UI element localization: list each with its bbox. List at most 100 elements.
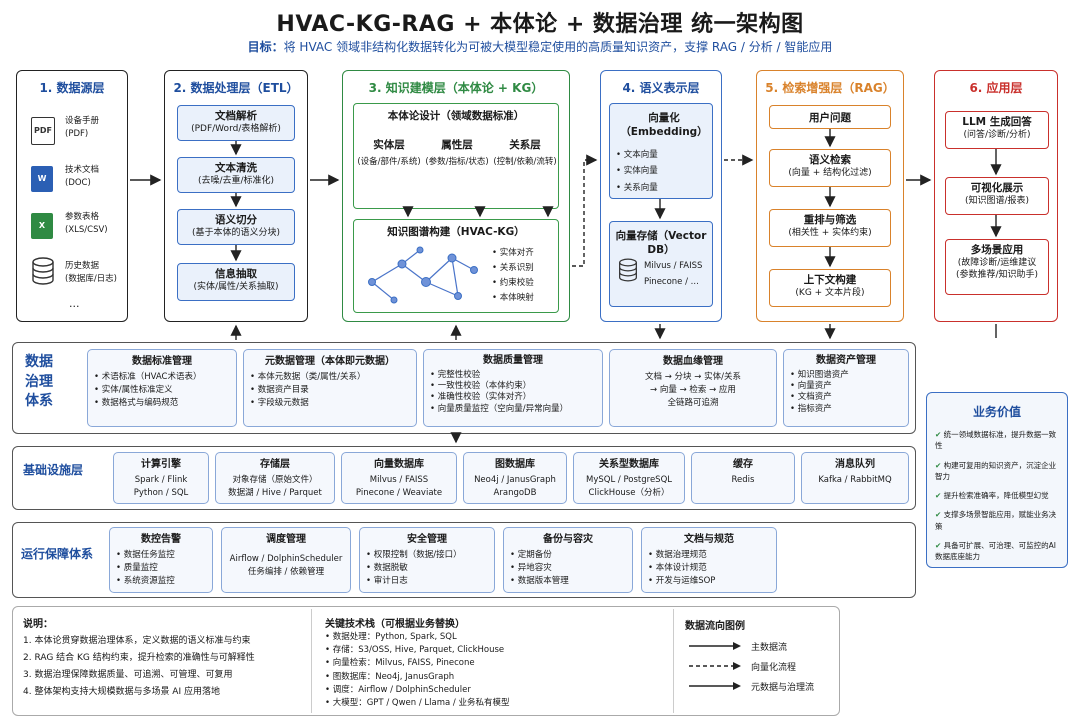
tech-item: • 调度：Airflow / DolphinScheduler [325,684,471,695]
rag-step: 用户问题 [769,105,891,129]
step-desc: (相关性 + 实体约束) [788,228,872,239]
step-desc: (故障诊断/运维建议 (参数推荐/知识助手) [955,258,1039,281]
legend-item: 向量化流程 [751,663,797,673]
notes-title: 说明： [23,619,53,630]
cell-line: • 数据资产目录 [250,384,309,395]
cell-line: • 数据脱敏 [366,562,408,573]
step-title: 上下文构建 [803,274,857,286]
embedding-title: 向量化（Embedding） [620,112,708,139]
cell-line: • 知识图谱资产 [790,369,849,380]
step-desc: (基于本体的语义分块) [191,228,281,239]
step-desc: (实体/属性/关系抽取) [193,282,279,293]
kg-item: • 实体对齐 [492,248,534,258]
cell-line: MySQL / PostgreSQL [586,475,672,485]
col-title: 实体层 [373,139,405,151]
ontology-title: 本体论设计（领域数据标准） [387,110,525,122]
etl-step: 信息抽取(实体/属性/关系抽取) [177,263,295,301]
kg-item: • 本体映射 [492,292,534,303]
source-name: 参数表格 [65,212,100,222]
tech-stack-list: • 数据处理：Python, Spark, SQL • 存储：S3/OSS, H… [325,631,665,710]
legend-item: 主数据流 [751,643,788,653]
business-value-title: 业务价值 [972,405,1021,419]
step-desc: (去噪/去重/标准化) [197,176,275,187]
cell-line: • 审计日志 [366,575,408,586]
vector-store-item: Milvus / FAISS [644,261,703,271]
cell-title: 元数据管理（本体即元数据） [265,356,395,367]
cell-line: Kafka / RabbitMQ [818,475,892,485]
step-desc: (向量 + 结构化过滤) [788,168,872,179]
source-name: 技术文档 [65,165,100,175]
cell-line: • 准确性校验（实体对齐） [430,392,532,403]
cell-title: 数控告警 [141,534,181,545]
cell-line: Neo4j / JanusGraph [474,475,556,485]
value-item: ✔ 统一领域数据标准，提升数据一致性 [935,429,1063,452]
step-title: 多场景应用 [970,244,1024,256]
cell-title: 图数据库 [495,459,535,470]
layer-title: 5. 检索增强层（RAG） [765,81,895,95]
business-value-list: ✔ 统一领域数据标准，提升数据一致性 ✔ 构建可复用的知识资产，沉淀企业智力 ✔… [935,429,1063,562]
pdf-icon: PDF [31,117,55,145]
governance-cell: 数据资产管理• 知识图谱资产• 向量资产• 文档资产• 指标资产 [783,349,909,427]
more-indicator: ... [69,297,80,310]
source-item: 设备手册 (PDF) [65,115,127,141]
layer-knowledge-modeling: 3. 知识建模层（本体论 + KG） 本体论设计（领域数据标准） 实体层(设备/… [342,70,570,322]
cell-line: Spark / Flink [134,475,188,485]
layer-etl: 2. 数据处理层（ETL） 文档解析(PDF/Word/表格解析) 文本清洗 (去… [164,70,308,322]
database-icon [619,258,637,282]
embedding-item: • 关系向量 [616,182,658,193]
page-title: HVAC-KG-RAG + 本体论 + 数据治理 统一架构图 [276,12,804,37]
layer-data-source: 1. 数据源层 PDF 设备手册(PDF) W 技术文档(DOC) X 参数表格… [16,70,128,322]
ops-cell: 安全管理• 权限控制（数据/接口）• 数据脱敏• 审计日志 [359,527,495,593]
value-item: ✔ 提升检索准确率，降低模型幻觉 [935,490,1063,501]
cell-line: • 一致性校验（本体约束） [430,380,532,391]
step-title: 语义检索 [809,154,851,166]
cell-line: • 开发与运维SOP [648,575,716,586]
cell-line: • 数据治理规范 [648,550,707,560]
cell-line: • 定期备份 [510,550,552,560]
cell-line: • 权限控制（数据/接口） [366,550,462,560]
cell-title: 备份与容灾 [543,534,593,545]
infrastructure-title: 基础设施层 [23,463,84,477]
cell-title: 关系型数据库 [599,459,659,470]
tech-item: • 大模型：GPT / Qwen / Llama / 业务私有模型 [325,697,510,708]
ontology-col: 属性层(参数/指标/状态) [424,138,490,169]
cell-title: 数据资产管理 [816,355,876,366]
cell-line: • 本体元数据（类/属性/关系） [250,372,366,382]
etl-step: 文档解析(PDF/Word/表格解析) [177,105,295,141]
ontology-col: 实体层(设备/部件/系统) [356,138,422,169]
cell-line: 对象存储（原始文件） [232,475,318,485]
legend-solid-arrow-icon [689,642,741,650]
etl-step: 语义切分(基于本体的语义分块) [177,209,295,245]
note-item: 4. 整体架构支持大规模数据与多场景 AI 应用落地 [23,687,220,698]
check-icon: ✔ [935,430,944,439]
word-icon: W [31,166,53,192]
layer-title: 2. 数据处理层（ETL） [173,81,299,95]
vector-store-box: 向量存储（Vector DB） Milvus / FAISS Pinecone … [609,221,713,307]
rag-step: 语义检索 (向量 + 结构化过滤) [769,149,891,187]
embedding-box: 向量化（Embedding） • 文本向量 • 实体向量 • 关系向量 [609,103,713,199]
value-item: ✔ 支撑多场景智能应用，赋能业务决策 [935,509,1063,532]
source-format: (XLS/CSV) [65,224,108,235]
rag-step: 上下文构建(KG + 文本片段) [769,269,891,307]
embedding-list: • 文本向量 • 实体向量 • 关系向量 [616,147,712,195]
subtitle-text: 将 HVAC 领域非结构化数据转化为可被大模型稳定使用的高质量知识资产，支撑 R… [283,40,833,54]
vector-store-list: Milvus / FAISS Pinecone / ... [644,258,702,290]
cell-line: • 术语标准（HVAC术语表） [94,372,202,382]
cell-title: 存储层 [260,459,290,470]
value-text: 支撑多场景智能应用，赋能业务决策 [935,510,1057,531]
ops-cell: 数控告警• 数据任务监控• 质量监控• 系统资源监控 [109,527,213,593]
source-format: (PDF) [65,128,89,139]
cell-line: → 向量 → 检索 → 应用 [650,384,736,395]
source-name: 设备手册 [65,116,100,126]
cell-line: 文档 → 分块 → 实体/关系 [645,372,741,382]
cell-title: 向量数据库 [374,459,424,470]
database-icon [32,257,54,285]
kg-construction: 知识图谱构建（HVAC-KG） • 实体对齐 • 关系识别 • 约束校验 • 本… [353,219,559,313]
step-title: 文本清洗 [215,162,257,174]
value-text: 统一领域数据标准，提升数据一致性 [935,430,1057,451]
